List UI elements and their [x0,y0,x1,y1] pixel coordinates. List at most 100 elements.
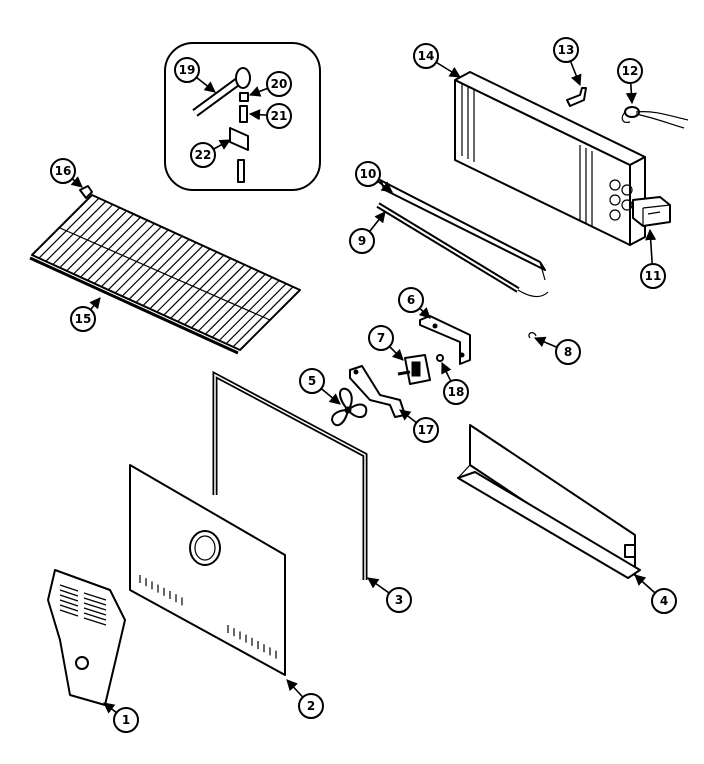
callout-20[interactable]: 20 [266,71,292,97]
shelf-wire [149,248,211,310]
cover-vent [83,592,107,601]
callout-4[interactable]: 4 [651,588,677,614]
svg-text:14: 14 [418,49,435,63]
shelf-wire [135,242,197,303]
svg-text:9: 9 [358,234,366,248]
svg-text:7: 7 [377,331,385,345]
callout-19[interactable]: 19 [174,57,200,83]
cover-vent [59,584,79,592]
shelf-wire [170,257,232,319]
callout-9[interactable]: 9 [349,228,375,254]
shelf-wire [142,245,204,307]
svg-text:8: 8 [564,345,572,359]
shelf-wire [38,197,100,259]
svg-text:17: 17 [418,423,435,437]
svg-text:3: 3 [395,593,403,607]
callout-5[interactable]: 5 [299,368,325,394]
part-15-wire-shelf[interactable] [29,194,301,355]
svg-text:11: 11 [645,269,662,283]
shelf-wire [93,223,155,284]
shelf-wire [191,267,252,329]
svg-text:21: 21 [271,109,288,123]
shelf-wire [197,270,259,332]
part-16-screw[interactable] [79,185,93,199]
cover-vent [83,597,107,606]
part-14-evaporator[interactable] [454,71,646,246]
svg-text:20: 20 [271,77,288,91]
part-20-cap[interactable] [239,92,249,102]
svg-text:2: 2 [307,699,315,713]
part-9-heater-tube[interactable] [376,202,549,298]
part-13-bracket[interactable] [566,87,587,107]
callout-14[interactable]: 14 [413,43,439,69]
shelf-wire [45,200,107,262]
part-7-fan-motor[interactable] [397,354,431,385]
part-1-front-cover[interactable] [47,569,126,706]
svg-text:10: 10 [360,167,377,181]
callouts: 1 2 3 4 5 6 7 8 9 10 11 12 13 14 15 16 1… [50,37,677,733]
svg-text:5: 5 [308,374,316,388]
part-11-terminal-block[interactable] [632,196,671,227]
cover-vent [83,612,107,621]
part-18-grommet[interactable] [436,354,444,362]
part-6-bracket[interactable] [419,315,471,365]
shelf-wire [59,207,121,269]
cover-vent [59,599,79,607]
shelf-wire [87,219,148,281]
callout-10[interactable]: 10 [355,161,381,187]
svg-text:4: 4 [660,594,668,608]
svg-text:6: 6 [407,293,415,307]
cover-vent [59,589,79,597]
callout-11[interactable]: 11 [640,263,666,289]
callout-12[interactable]: 12 [617,58,643,84]
callout-8[interactable]: 8 [555,339,581,365]
shelf-wire [114,232,176,294]
shelf-wire [177,261,239,322]
callout-13[interactable]: 13 [553,37,579,63]
callout-3[interactable]: 3 [386,587,412,613]
shelf-wire [128,238,190,300]
svg-text:15: 15 [75,312,92,326]
cover-vent [59,594,79,602]
shelf-wire [73,213,135,275]
callout-15[interactable]: 15 [70,306,96,332]
cover-vent [59,609,79,617]
part-22-clip[interactable] [229,127,249,183]
cover-vent [83,602,107,611]
callout-6[interactable]: 6 [398,287,424,313]
svg-text:12: 12 [622,64,639,78]
part-19-tube[interactable] [192,67,251,117]
callout-21[interactable]: 21 [266,103,292,129]
part-4-drain-trough[interactable] [457,424,641,579]
part-21-sleeve[interactable] [239,105,248,123]
shelf-wire [121,235,183,297]
svg-text:18: 18 [448,385,465,399]
cover-vent [59,604,79,612]
shelf-wire [163,254,225,316]
part-8-clip[interactable] [528,332,537,339]
shelf-wire [107,229,169,291]
shelf-wire [184,264,245,326]
callout-17[interactable]: 17 [413,417,439,443]
callout-22[interactable]: 22 [190,142,216,168]
svg-text:16: 16 [55,164,72,178]
svg-text:1: 1 [122,713,130,727]
shelf-wire [66,210,128,272]
callout-18[interactable]: 18 [443,379,469,405]
callout-1[interactable]: 1 [113,707,139,733]
callout-2[interactable]: 2 [298,693,324,719]
callout-7[interactable]: 7 [368,325,394,351]
part-3-gasket[interactable] [212,370,368,580]
svg-text:22: 22 [195,148,212,162]
shelf-wire [156,251,218,313]
part-2-rear-panel[interactable] [129,464,286,676]
svg-text:19: 19 [179,63,196,77]
callout-16[interactable]: 16 [50,158,76,184]
part-5-fan-blade[interactable] [331,387,368,427]
svg-text:13: 13 [558,43,575,57]
shelf-wire [52,204,114,265]
shelf-wire [100,226,162,288]
part-12-sensor[interactable] [621,106,689,129]
cover-vent [83,607,107,616]
